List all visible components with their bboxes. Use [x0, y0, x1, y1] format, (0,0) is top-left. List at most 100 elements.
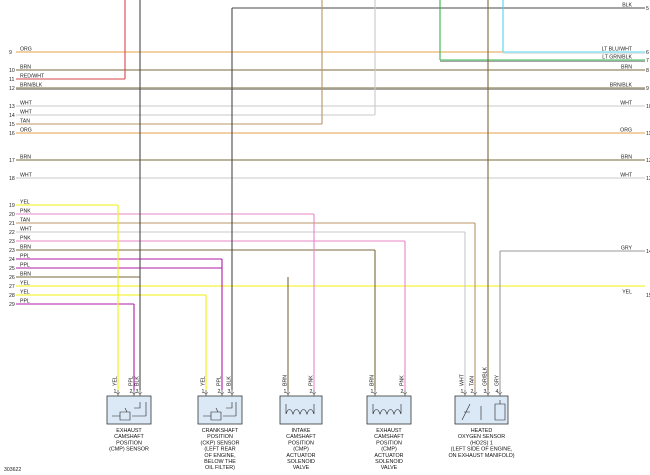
left-pin-number: 23	[9, 248, 15, 254]
left-pin-number: 26	[9, 275, 15, 281]
left-pin-number: 27	[9, 284, 15, 290]
pin-arrow-icon	[485, 391, 491, 395]
component-caption-line: EXHAUST	[376, 428, 402, 434]
right-wire-label: BLK	[622, 3, 632, 9]
component-1: 1YEL2PPL3BLKEXHAUSTCAMSHAFTPOSITION(CMP)…	[106, 376, 152, 453]
component-4: 1BRN2PNKEXHAUSTCAMSHAFTPOSITION(CMP)ACTU…	[366, 375, 412, 471]
pin-arrow-icon	[372, 391, 378, 395]
pin-wire-label: BRN	[370, 375, 376, 386]
component-symbols	[112, 400, 506, 421]
left-pin-number: 12	[9, 86, 15, 92]
component-caption-line: OF ENGINE,	[204, 453, 236, 459]
component-caption-line: VALVE	[293, 465, 310, 471]
component-caption-line: EXHAUST	[116, 428, 142, 434]
left-pin-number: 14	[9, 113, 15, 119]
left-pin-number: 15	[9, 122, 15, 128]
left-wire-label: BRN	[20, 65, 31, 71]
component-caption-line: POSITION	[207, 434, 233, 440]
left-wire-label: PPL	[20, 263, 30, 269]
sensor-symbol-icon	[203, 402, 237, 421]
sensor-symbol-icon	[112, 402, 147, 421]
left-pin-number: 29	[9, 302, 15, 308]
component-caption-line: ACTUATOR	[374, 453, 403, 459]
left-pin-number: 17	[9, 158, 15, 164]
right-wire-label: BRN	[621, 155, 632, 161]
component-caption-line: (CKP) SENSOR	[201, 440, 240, 446]
left-pin-number: 24	[9, 257, 15, 263]
component-caption-line: CAMSHAFT	[286, 434, 316, 440]
right-pin-number: 7	[646, 58, 649, 64]
left-wire-label: PPL	[20, 254, 30, 260]
pin-number: 2	[401, 389, 404, 395]
pin-wire-label: TAN	[470, 376, 476, 386]
solenoid-coil-icon	[372, 404, 402, 415]
pin-wire-label: BLK	[135, 376, 141, 386]
component-caption-line: HEATED	[471, 428, 493, 434]
component-caption-line: (LEFT REAR	[204, 447, 235, 453]
pin-wire-label: PNK	[400, 375, 406, 386]
pin-arrow-icon	[203, 391, 209, 395]
pin-wire-label: BLK	[227, 376, 233, 386]
component-caption-line: (CMP)	[293, 447, 309, 453]
right-wire-label: LT GRN/BLK	[602, 55, 632, 61]
left-wire-label: PNK	[20, 209, 31, 215]
oxygen-sensor-heater-icon	[461, 400, 506, 421]
pin-wire-label: PPL	[217, 376, 223, 386]
right-pin-number: 8	[646, 68, 649, 74]
component-caption-line: (HO2S) 1	[470, 440, 493, 446]
component-caption-line: POSITION	[116, 440, 142, 446]
pin-number: 2	[130, 389, 133, 395]
left-pin-number: 19	[9, 203, 15, 209]
right-pin-number: 5	[646, 6, 649, 12]
pin-arrow-icon	[311, 391, 317, 395]
pin-wire-label: YEL	[201, 376, 207, 386]
right-wire-label: GRY	[621, 246, 633, 252]
pin-wire-label: GR/BLK	[483, 366, 489, 386]
pin-number: 1	[461, 389, 464, 395]
left-pin-number: 9	[9, 50, 12, 56]
left-wire-label: BRN	[20, 155, 31, 161]
left-pin-number: 16	[9, 131, 15, 137]
pin-arrow-icon	[462, 391, 468, 395]
pin-number: 1	[202, 389, 205, 395]
right-wire-label: YEL	[622, 290, 632, 296]
component-caption-line: CRANKSHAFT	[202, 428, 239, 434]
left-wire-label: TAN	[20, 218, 30, 224]
left-pin-number: 21	[9, 221, 15, 227]
right-wire-label: ORG	[620, 128, 632, 134]
right-pin-number: 12	[646, 158, 650, 164]
left-wire-label: WHT	[20, 227, 33, 233]
pin-number: 2	[218, 389, 221, 395]
left-wire-label: WHT	[20, 101, 33, 107]
component-caption-line: ON EXHAUST MANIFOLD)	[448, 453, 514, 459]
component-caption-line: VALVE	[381, 465, 398, 471]
component-body	[454, 395, 509, 425]
wire-label-layer: 9ORG10BRN11RED/WHT12BRN/BLK13WHT14WHT15T…	[9, 3, 650, 309]
pin-number: 3	[136, 389, 139, 395]
pin-arrow-icon	[115, 391, 121, 395]
component-caption-line: OIL FILTER)	[205, 465, 235, 471]
component-3: 1BRN2PNKINTAKECAMSHAFTPOSITION(CMP)ACTUA…	[279, 375, 323, 471]
left-wire-label: TAN	[20, 119, 30, 125]
left-wire-label: BRN	[20, 245, 31, 251]
component-body	[106, 395, 152, 425]
left-pin-number: 23	[9, 239, 15, 245]
pin-arrow-icon	[472, 391, 478, 395]
left-pin-number: 25	[9, 266, 15, 272]
left-wire-label: YEL	[20, 200, 30, 206]
pin-number: 1	[371, 389, 374, 395]
component-body	[197, 395, 243, 425]
pin-number: 3	[228, 389, 231, 395]
right-pin-number: 14	[646, 249, 650, 255]
component-caption-line: CAMSHAFT	[114, 434, 144, 440]
left-pin-number: 10	[9, 68, 15, 74]
right-pin-number: 13	[646, 176, 650, 182]
pin-arrow-icon	[402, 391, 408, 395]
pin-arrow-icon	[137, 391, 143, 395]
pin-wire-label: GRY	[495, 374, 501, 386]
component-caption-line: (CMP)	[381, 447, 397, 453]
component-caption-line: SOLENOID	[287, 459, 315, 465]
pin-wire-label: PNK	[309, 375, 315, 386]
